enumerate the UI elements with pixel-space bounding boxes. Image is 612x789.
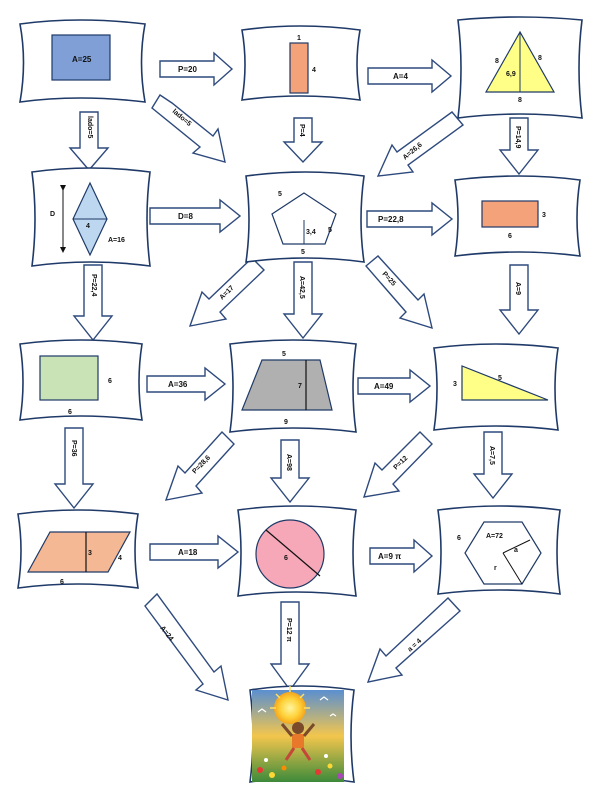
svg-text:A=7,5: A=7,5 — [488, 446, 495, 465]
svg-text:P=12 π: P=12 π — [285, 618, 292, 642]
card-green-square: 6 6 — [19, 339, 143, 421]
svg-text:A=72: A=72 — [486, 533, 503, 540]
blue-square — [51, 34, 111, 81]
card-right-triangle: 3 5 — [433, 343, 559, 431]
card-triangle: 8 8 8 6,9 — [457, 16, 583, 119]
card-rhombus: D 4 A=16 — [31, 167, 151, 267]
arrow-a5: P=4 — [282, 117, 324, 164]
card-celebration — [249, 685, 355, 783]
orange-rect-tall — [289, 42, 309, 94]
arrow-a4: lado=5 — [151, 94, 226, 163]
svg-text:A=16: A=16 — [108, 237, 125, 244]
svg-text:8: 8 — [495, 58, 499, 65]
svg-text:9: 9 — [284, 419, 288, 426]
card-pentagon: 5 5 5 3,4 — [245, 171, 365, 263]
arrow-a12: A=42,5 — [282, 261, 324, 340]
svg-text:4: 4 — [86, 223, 90, 230]
svg-text:4: 4 — [118, 555, 122, 562]
arrow-a6: A=26,6 — [376, 111, 465, 177]
svg-text:r: r — [494, 565, 497, 572]
svg-text:lado=5: lado=5 — [86, 116, 93, 138]
svg-text:D=8: D=8 — [178, 212, 193, 221]
svg-text:4: 4 — [312, 67, 316, 74]
arrow-a22: A=18 — [149, 534, 240, 570]
svg-text:6: 6 — [508, 233, 512, 240]
arrow-a8: D=8 — [149, 198, 242, 234]
card-hexagon: 6 A=72 a r — [437, 505, 561, 595]
svg-text:6: 6 — [108, 378, 112, 385]
svg-text:A=9: A=9 — [514, 282, 521, 295]
arrow-a1: P=20 — [159, 51, 234, 87]
arrow-a13: P=25 — [365, 255, 433, 330]
yellow-right-triangle — [461, 365, 549, 401]
svg-text:6: 6 — [457, 535, 461, 542]
orange-parallelogram — [26, 531, 132, 573]
arrow-a2: A=4 — [367, 58, 453, 94]
svg-text:P=22,4: P=22,4 — [90, 274, 97, 296]
svg-text:P=4: P=4 — [298, 124, 305, 137]
arrow-a25: P=12 π — [269, 601, 311, 692]
svg-text:5: 5 — [301, 249, 305, 256]
svg-text:A=4: A=4 — [393, 72, 408, 81]
arrow-a3: lado=5 — [68, 111, 110, 172]
card-parallelogram: 3 4 6 — [17, 509, 139, 589]
svg-text:P=22,8: P=22,8 — [378, 215, 404, 224]
arrow-a10: P=22,4 — [72, 264, 114, 342]
green-square — [39, 355, 99, 401]
card-rect-wide: 3 6 — [454, 175, 581, 257]
arrow-a26: a = 4 — [366, 597, 461, 683]
svg-text:8: 8 — [518, 97, 522, 104]
svg-text:1: 1 — [297, 35, 301, 42]
arrow-a15: A=36 — [146, 366, 227, 402]
svg-text:P=20: P=20 — [178, 65, 197, 74]
svg-text:A=42,5: A=42,5 — [298, 276, 305, 299]
svg-text:A=36: A=36 — [168, 380, 188, 389]
svg-text:5: 5 — [278, 191, 282, 198]
svg-text:D: D — [50, 211, 55, 218]
arrow-a16: A=49 — [357, 368, 432, 404]
arrow-a14: A=9 — [498, 264, 540, 336]
svg-text:A=25: A=25 — [72, 55, 92, 64]
svg-text:5: 5 — [282, 351, 286, 358]
svg-text:6: 6 — [60, 579, 64, 586]
orange-rect-wide — [481, 200, 539, 228]
arrow-a21: A=7,5 — [472, 431, 514, 500]
celebration-picture — [252, 686, 344, 782]
arrow-a17: P=36 — [53, 427, 95, 510]
svg-text:A=98: A=98 — [285, 454, 292, 471]
svg-text:7: 7 — [298, 383, 302, 390]
arrow-a24: A=24 — [144, 592, 229, 702]
arrow-a7: P=14,9 — [498, 117, 540, 176]
svg-text:A=49: A=49 — [374, 382, 394, 391]
svg-text:3: 3 — [88, 550, 92, 557]
arrow-a9: P=22,8 — [366, 201, 454, 237]
card-trapezoid: 5 7 9 — [229, 339, 357, 433]
svg-text:3,4: 3,4 — [306, 229, 316, 236]
svg-text:a: a — [514, 547, 518, 554]
card-rect-tall: 1 4 — [241, 25, 361, 101]
svg-text:A=9 π: A=9 π — [378, 552, 401, 561]
svg-text:3: 3 — [542, 212, 546, 219]
card-square: A=25 — [19, 19, 146, 103]
svg-text:5: 5 — [328, 227, 332, 234]
svg-text:8: 8 — [538, 55, 542, 62]
gray-trapezoid — [241, 359, 333, 411]
svg-text:P=14,9: P=14,9 — [514, 126, 521, 148]
pink-circle — [255, 519, 325, 589]
svg-text:P=36: P=36 — [70, 440, 77, 457]
svg-text:6: 6 — [284, 555, 288, 562]
arrows-layer: P=20 A=4 lado=5 lado=5 P=4 A=26,6 P=14,9 — [53, 51, 540, 702]
svg-text:5: 5 — [498, 375, 502, 382]
svg-text:6,9: 6,9 — [506, 71, 516, 78]
arrow-a20: P=12 — [362, 431, 433, 498]
arrow-a23: A=9 π — [369, 538, 434, 574]
arrow-a11: A=17 — [188, 257, 266, 327]
card-circle: 6 — [237, 505, 357, 597]
svg-text:3: 3 — [453, 381, 457, 388]
svg-text:6: 6 — [68, 409, 72, 416]
arrow-a19: A=98 — [269, 439, 311, 504]
svg-text:A=18: A=18 — [178, 548, 198, 557]
arrow-a18: P=28,6 — [164, 430, 235, 501]
